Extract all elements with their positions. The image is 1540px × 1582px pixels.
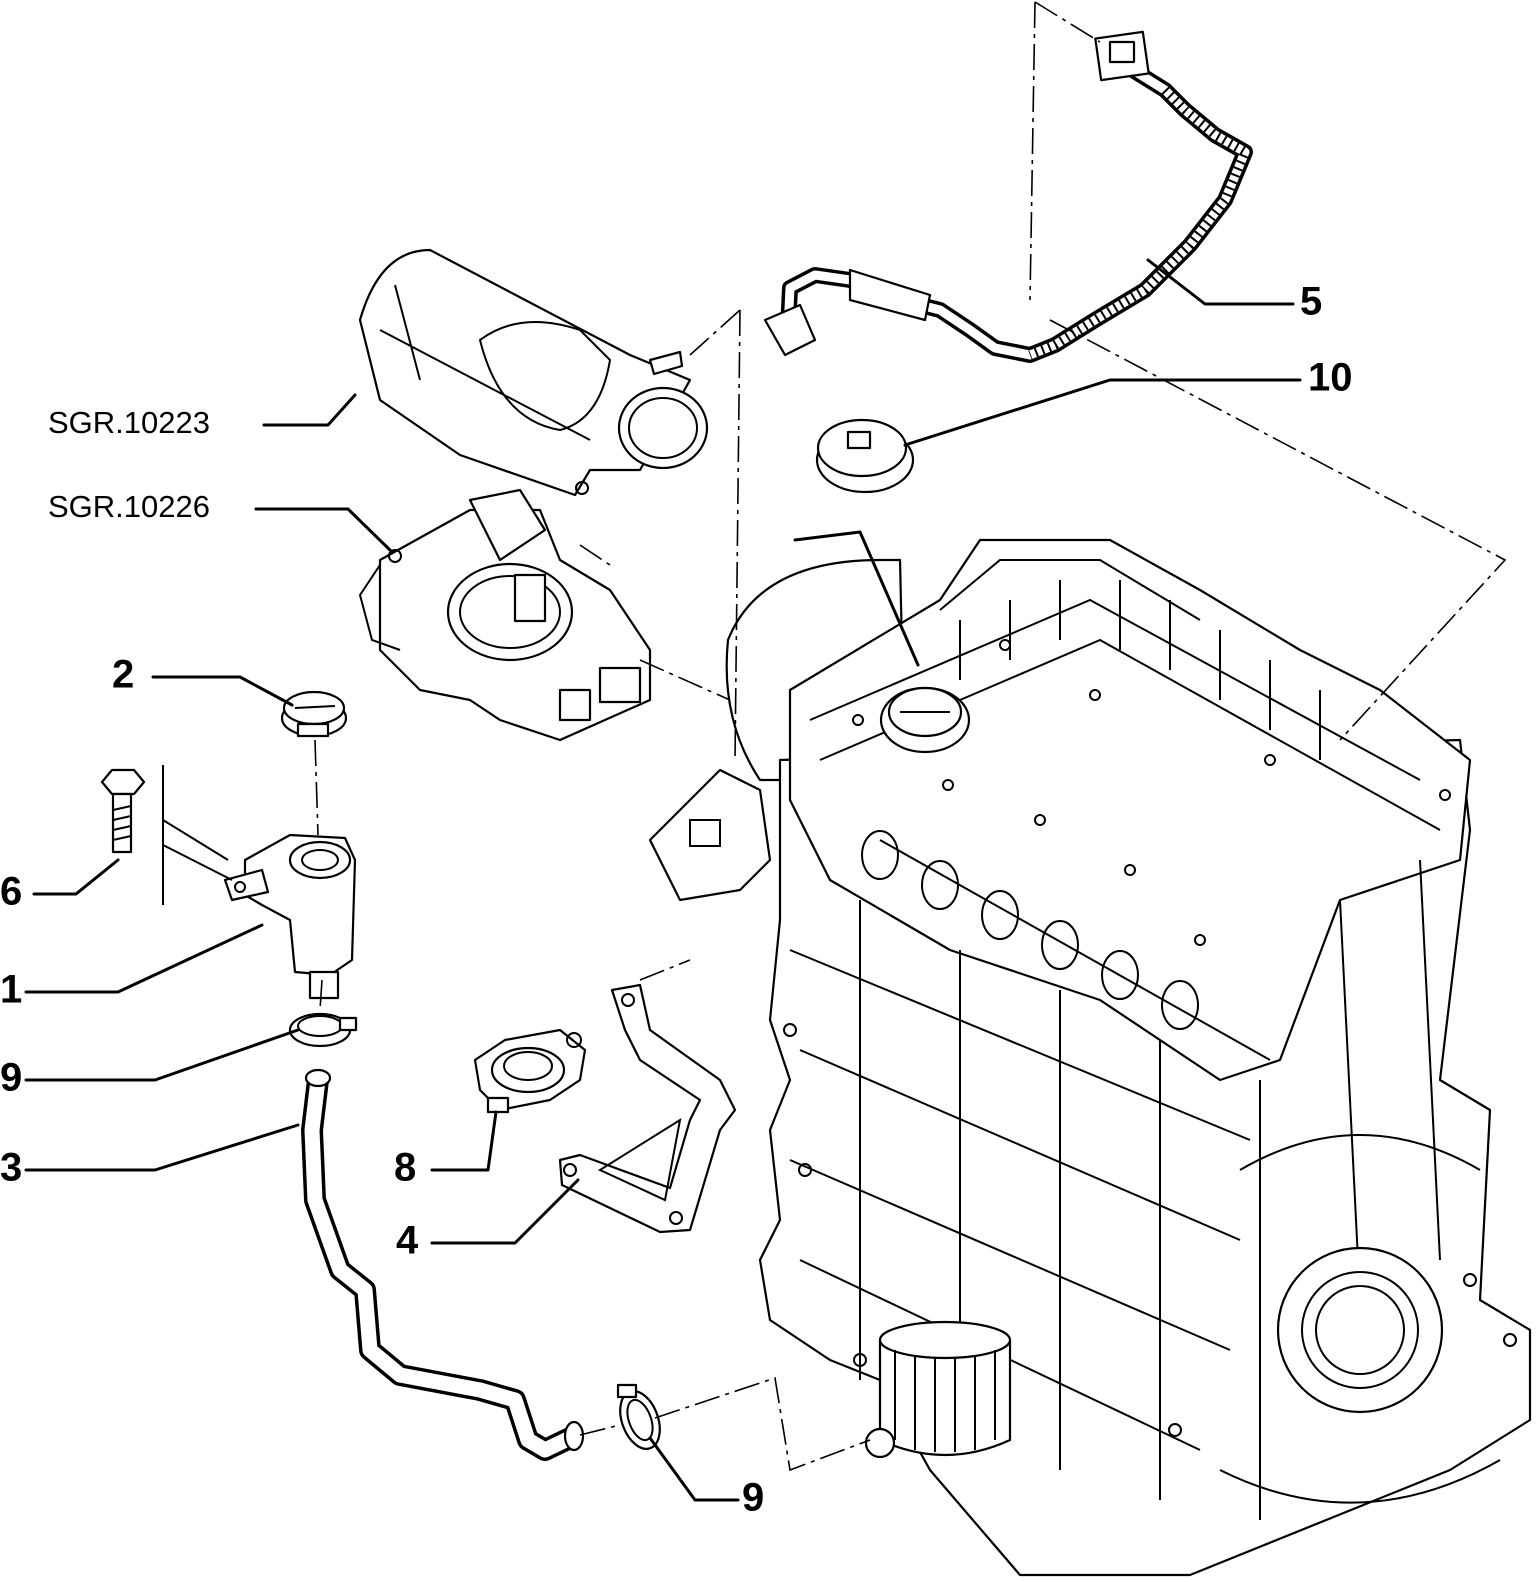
callout-9-upper: 9 (0, 1056, 22, 1100)
ref-air-intake: SGR.10223 (48, 405, 210, 440)
air-intake-duct (358, 248, 709, 497)
cap-2 (280, 690, 348, 738)
callout-2: 2 (112, 653, 134, 697)
callout-labels: SGR.10223 SGR.10226 2 6 1 9 3 8 4 5 10 9 (0, 280, 1353, 1520)
leader-lines (24, 258, 1302, 1502)
callout-1: 1 (0, 968, 22, 1012)
engine-block (648, 538, 1532, 1577)
throttle-body (358, 488, 652, 742)
callout-10: 10 (1308, 356, 1353, 400)
assembly-guide-lines (162, 1, 1507, 1472)
bolt-6 (100, 768, 146, 854)
callout-5: 5 (1300, 280, 1322, 324)
callout-6: 6 (0, 870, 22, 914)
ref-throttle-body: SGR.10226 (48, 489, 210, 524)
breather-hose-5 (763, 30, 1253, 363)
bracket-4 (558, 983, 737, 1234)
callout-3: 3 (0, 1146, 22, 1190)
hose-3 (301, 1068, 585, 1461)
reservoir-1 (223, 833, 357, 1000)
oil-filler-cap-10 (815, 418, 915, 494)
callout-4: 4 (396, 1219, 419, 1263)
callout-8: 8 (394, 1146, 416, 1190)
hose-clamp-9-upper (288, 1012, 358, 1048)
callout-9-lower: 9 (742, 1476, 764, 1520)
fitting-8 (473, 1028, 587, 1114)
hose-clamp-9-lower (616, 1383, 661, 1450)
